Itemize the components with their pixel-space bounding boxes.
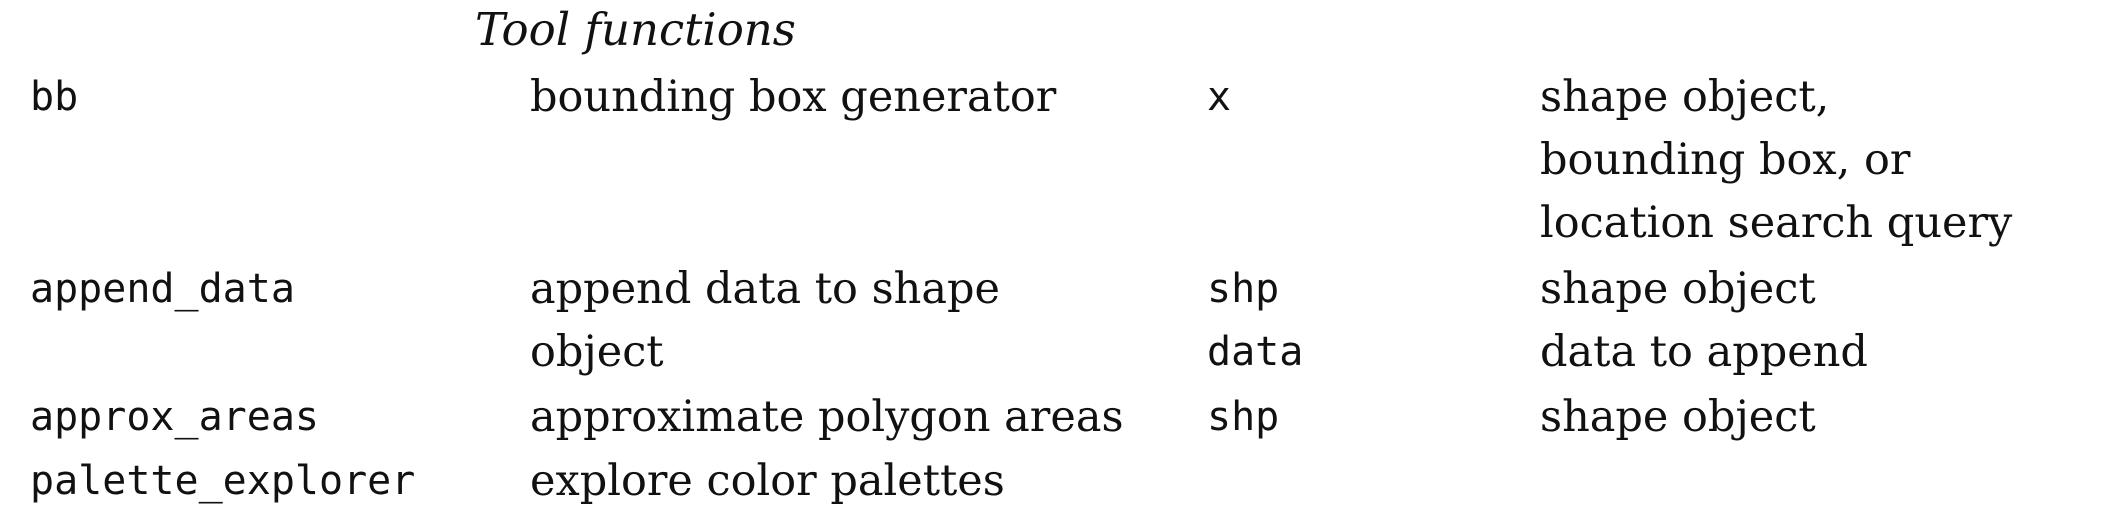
description-line: explore color palettes	[530, 456, 1005, 506]
argument-description-line: location search query	[1540, 198, 2013, 248]
argument-name: shp	[1207, 266, 1280, 312]
description-line: bounding box generator	[530, 72, 1057, 122]
section-title: Tool functions	[475, 3, 796, 56]
argument-name: shp	[1207, 394, 1280, 440]
function-description: bounding box generator	[530, 66, 1170, 129]
argument-description: shape object, bounding box, or location …	[1540, 66, 2100, 255]
table-row: bb bounding box generator x shape object…	[0, 66, 2109, 258]
function-name: bb	[30, 74, 79, 120]
argument-description-line: shape object	[1540, 264, 1816, 314]
argument-name: data	[1207, 329, 1304, 375]
function-name: palette_explorer	[30, 458, 416, 504]
function-name: approx_areas	[30, 394, 319, 440]
description-line: approximate polygon areas	[530, 392, 1124, 442]
function-description: append data to shape object	[530, 258, 1170, 384]
function-description: explore color palettes	[530, 450, 1170, 513]
argument-name: x	[1207, 74, 1232, 120]
argument-description-line: data to append	[1540, 327, 1868, 377]
table-row: palette_explorer explore color palettes	[0, 450, 2109, 514]
table-row: append_data append data to shape object …	[0, 258, 2109, 386]
function-table: bb bounding box generator x shape object…	[0, 66, 2109, 514]
table-row: approx_areas approximate polygon areas s…	[0, 386, 2109, 450]
function-description: approximate polygon areas	[530, 386, 1170, 449]
argument-description-line: bounding box, or	[1540, 135, 1911, 185]
function-name: append_data	[30, 266, 295, 312]
argument-description: shape object	[1540, 386, 2100, 449]
argument-description-line: shape object,	[1540, 72, 1830, 122]
argument-description-line: shape object	[1540, 392, 1816, 442]
description-line: object	[530, 327, 664, 377]
description-line: append data to shape	[530, 264, 1000, 314]
argument-description: shape object	[1540, 258, 2100, 321]
argument-description: data to append	[1540, 321, 2100, 384]
